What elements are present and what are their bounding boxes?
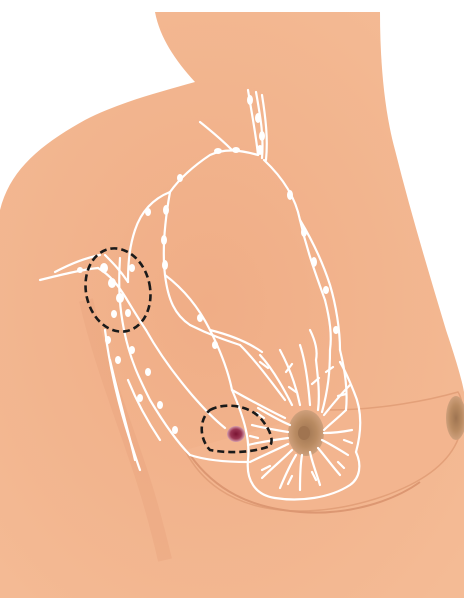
lymph-node (212, 341, 218, 349)
lymph-node (259, 131, 265, 141)
lymph-node (255, 113, 261, 123)
lymph-node (301, 227, 307, 237)
lymph-node (311, 257, 317, 267)
lymph-node (287, 190, 293, 200)
lymph-node (157, 401, 163, 409)
lymph-node (257, 145, 264, 155)
lymph-node (111, 310, 117, 318)
lymph-node (105, 336, 111, 344)
lymph-node (161, 235, 167, 245)
lymph-node (129, 264, 135, 272)
lymph-node (172, 426, 178, 434)
tumor (227, 426, 245, 442)
lymph-node (129, 346, 135, 354)
lymph-node (125, 309, 131, 317)
lymph-node (333, 326, 339, 334)
lymph-node (108, 278, 116, 288)
lymph-node (197, 314, 203, 322)
lymph-node (177, 174, 183, 182)
lymph-node (163, 205, 169, 215)
lymph-node (115, 356, 121, 364)
lymph-node (232, 147, 240, 153)
torso-silhouette (0, 12, 464, 598)
lymph-node (145, 208, 151, 216)
lymph-node (145, 368, 151, 376)
lymph-node (137, 394, 143, 402)
lymph-node (214, 148, 222, 154)
lymph-node (247, 95, 253, 105)
lymph-node (116, 293, 124, 303)
nipple (298, 426, 310, 440)
lymph-node (323, 286, 329, 294)
lymph-node (77, 267, 83, 273)
lymph-node (162, 260, 168, 270)
lymph-node (100, 263, 108, 273)
